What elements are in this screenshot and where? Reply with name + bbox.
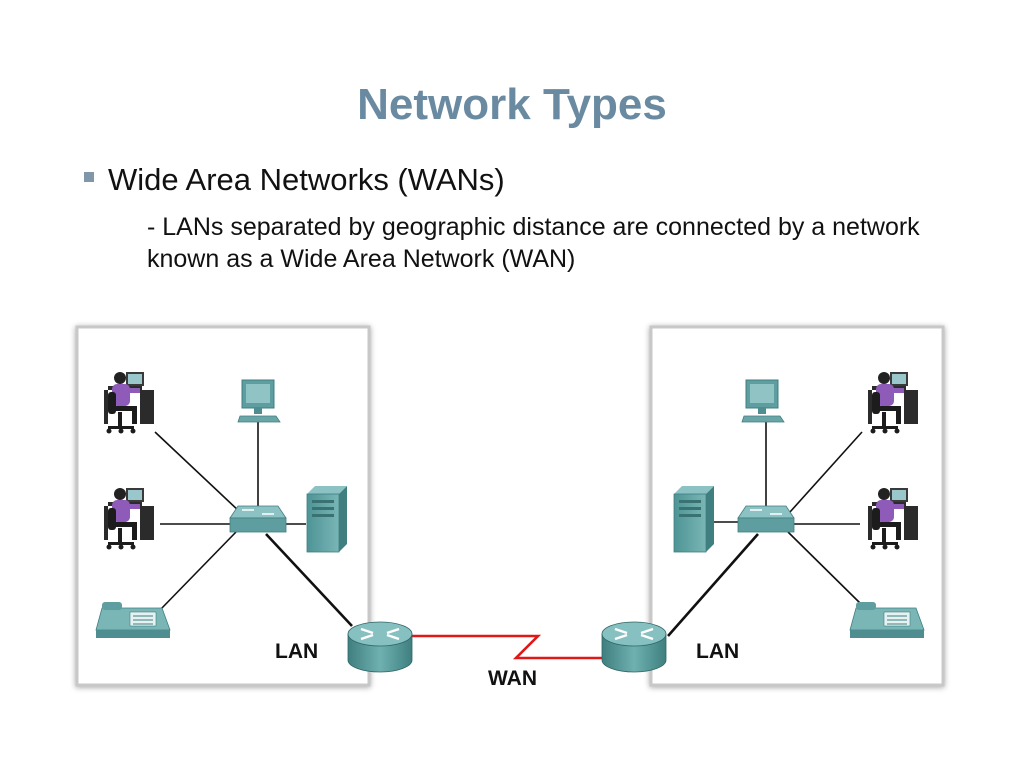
lan-links-right — [714, 420, 863, 606]
server-icon — [673, 485, 715, 553]
switch-icon — [229, 505, 287, 533]
desktop-pc-icon — [741, 379, 785, 423]
wan-label: WAN — [488, 667, 537, 690]
wan-link — [412, 634, 602, 660]
router-icon — [600, 620, 668, 674]
switch-icon — [737, 505, 795, 533]
bullet-text: Wide Area Networks (WANs) — [108, 162, 505, 197]
switch-router-link-left — [265, 533, 353, 627]
router-icon — [346, 620, 414, 674]
lan-links-left — [154, 420, 306, 611]
sub-bullet-text: - LANs separated by geographic distance … — [147, 213, 920, 273]
bullet-wans: Wide Area Networks (WANs) — [84, 162, 505, 198]
server-icon — [306, 485, 348, 553]
slide-title: Network Types — [357, 80, 667, 129]
lan-label-left: LAN — [275, 640, 318, 663]
switch-router-link-right — [667, 533, 759, 637]
lan-label-right: LAN — [696, 640, 739, 663]
desktop-pc-icon — [237, 379, 281, 423]
bullet-marker — [84, 172, 94, 182]
